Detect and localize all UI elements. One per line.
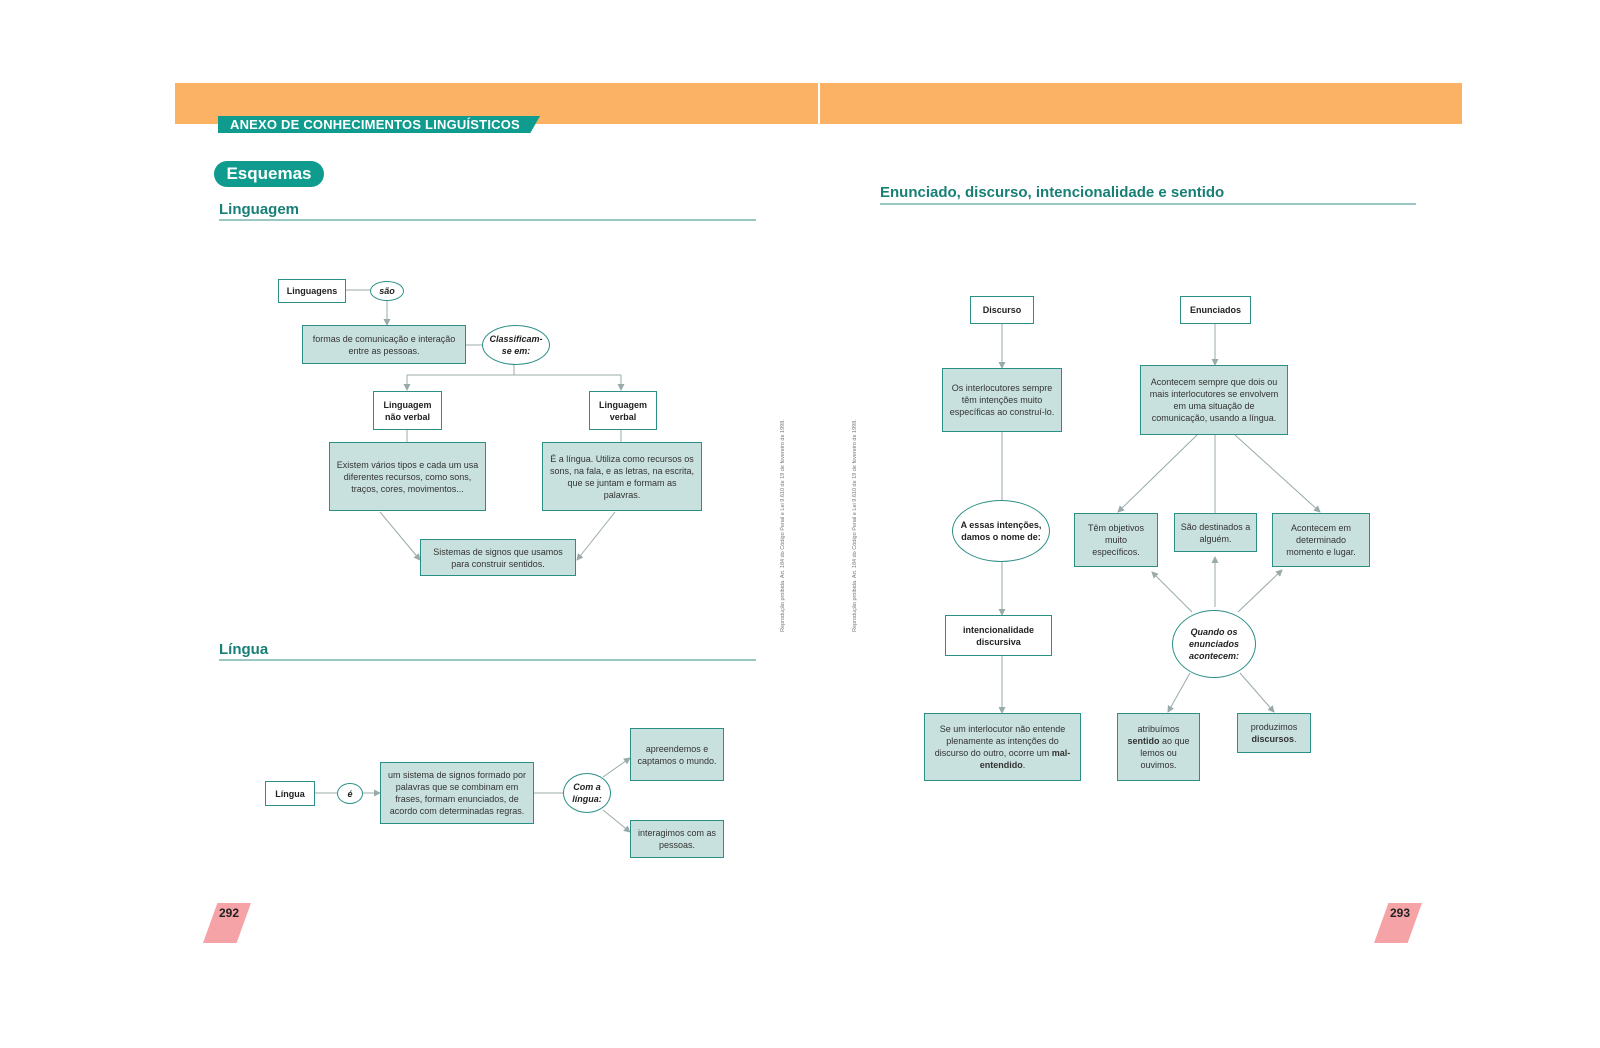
tem-objetivos-node: Têm objetivos muito específicos. (1074, 513, 1158, 567)
atribuimos-node: atribuímos sentido ao que lemos ou ouvim… (1117, 713, 1200, 781)
formas-node: formas de comunicação e interação entre … (302, 325, 466, 364)
quando-connector: Quando os enunciados acontecem: (1172, 610, 1256, 678)
header-band-right (820, 83, 1462, 124)
e-connector: é (337, 783, 363, 804)
lingua-node: Língua (265, 781, 315, 806)
sao-connector: são (370, 281, 404, 301)
enunciados-node: Enunciados (1180, 296, 1251, 324)
interagimos-node: interagimos com as pessoas. (630, 820, 724, 858)
enunciado-title: Enunciado, discurso, intencionalidade e … (880, 184, 1225, 201)
produzimos-node: produzimos discursos. (1237, 713, 1311, 753)
discurso-node: Discurso (970, 296, 1034, 324)
lingua-rule (219, 659, 756, 661)
e-a-lingua-node: É a língua. Utiliza como recursos os son… (542, 442, 702, 511)
section-ribbon: ANEXO DE CONHECIMENTOS LINGUÍSTICOS (218, 116, 540, 133)
com-a-lingua-connector: Com a língua: (563, 773, 611, 813)
verbal-node: Linguagem verbal (589, 391, 657, 430)
esquemas-pill: Esquemas (214, 161, 324, 187)
interlocutores-node: Os interlocutores sempre têm intenções m… (942, 368, 1062, 432)
mal-entendido-node: Se um interlocutor não entende plenament… (924, 713, 1081, 781)
sistemas-node: Sistemas de signos que usamos para const… (420, 539, 576, 576)
linguagem-title: Linguagem (219, 201, 300, 218)
lingua-title: Língua (219, 641, 269, 658)
classificam-connector: Classificam-se em: (482, 325, 550, 365)
sistema-node: um sistema de signos formado por palavra… (380, 762, 534, 824)
linguagem-rule (219, 219, 756, 221)
sao-destinados-node: São destinados a alguém. (1174, 513, 1257, 552)
intencionalidade-node: intencionalidade discursiva (945, 615, 1052, 656)
existem-node: Existem vários tipos e cada um usa difer… (329, 442, 486, 511)
enunciado-rule (880, 203, 1416, 205)
linguagens-node: Linguagens (278, 279, 346, 303)
apreendemos-node: apreendemos e captamos o mundo. (630, 728, 724, 781)
acontecem-em-node: Acontecem em determinado momento e lugar… (1272, 513, 1370, 567)
acontecem-sempre-node: Acontecem sempre que dois ou mais interl… (1140, 365, 1288, 435)
nao-verbal-node: Linguagem não verbal (373, 391, 442, 430)
a-essas-connector: A essas intenções, damos o nome de: (952, 500, 1050, 562)
